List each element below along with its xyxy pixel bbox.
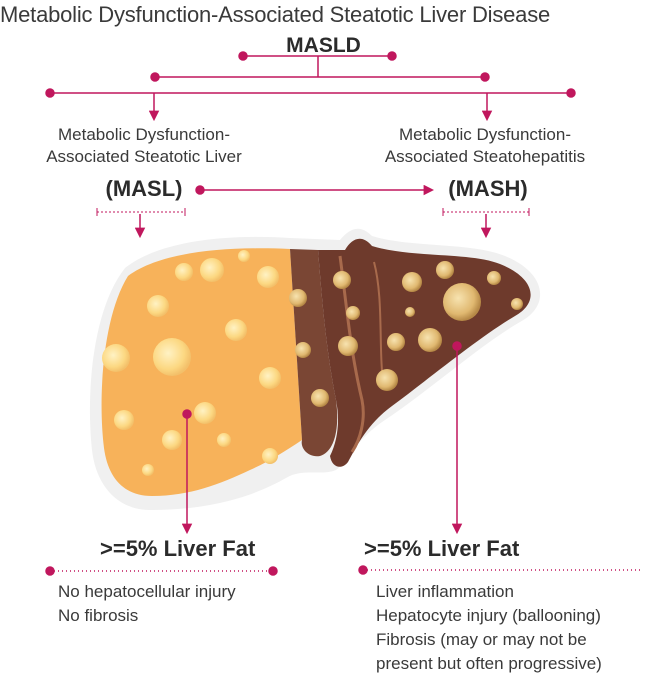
masl-bracket: [96, 208, 186, 239]
mash-features: Liver inflammation Hepatocyte injury (ba…: [376, 580, 602, 676]
mash-name-line2: Associated Steatohepatitis: [384, 147, 586, 166]
mash-name-line1: Metabolic Dysfunction-: [399, 125, 571, 144]
masl-feature-item: No hepatocellular injury: [58, 582, 236, 601]
mash-fat-threshold: >=5% Liver Fat: [364, 536, 520, 561]
pointer-left: [181, 409, 193, 535]
masl-fat-threshold: >=5% Liver Fat: [100, 536, 256, 561]
mash-feature-item: present but often progressive): [376, 654, 602, 673]
progression-arrow: [195, 184, 435, 196]
mash-feature-item: Hepatocyte injury (ballooning): [376, 606, 601, 625]
fat-droplets-damaged: [289, 261, 523, 407]
fat-droplets-healthy: [102, 250, 281, 476]
masl-name-line2: Associated Steatotic Liver: [46, 147, 242, 166]
underline-left: [45, 566, 278, 576]
liver-illustration: [89, 228, 541, 510]
mash-bracket: [442, 208, 530, 239]
mash-full-name: Metabolic Dysfunction- Associated Steato…: [350, 124, 620, 168]
mash-feature-item: Fibrosis (may or may not be: [376, 630, 587, 649]
masl-feature-item: No fibrosis: [58, 606, 139, 625]
mash-feature-item: Liver inflammation: [376, 582, 514, 601]
masl-name-line1: Metabolic Dysfunction-: [58, 125, 230, 144]
masld-heading: MASLD: [286, 34, 361, 57]
mash-abbreviation: (MASH): [448, 176, 528, 201]
underline-right: [358, 565, 641, 575]
masl-full-name: Metabolic Dysfunction- Associated Steato…: [14, 124, 274, 168]
masl-abbreviation: (MASL): [105, 176, 183, 201]
page-title: Metabolic Dysfunction-Associated Steatot…: [0, 2, 551, 27]
connector-tree: [45, 51, 576, 122]
pointer-right: [451, 341, 463, 535]
masl-features: No hepatocellular injury No fibrosis: [58, 580, 236, 628]
